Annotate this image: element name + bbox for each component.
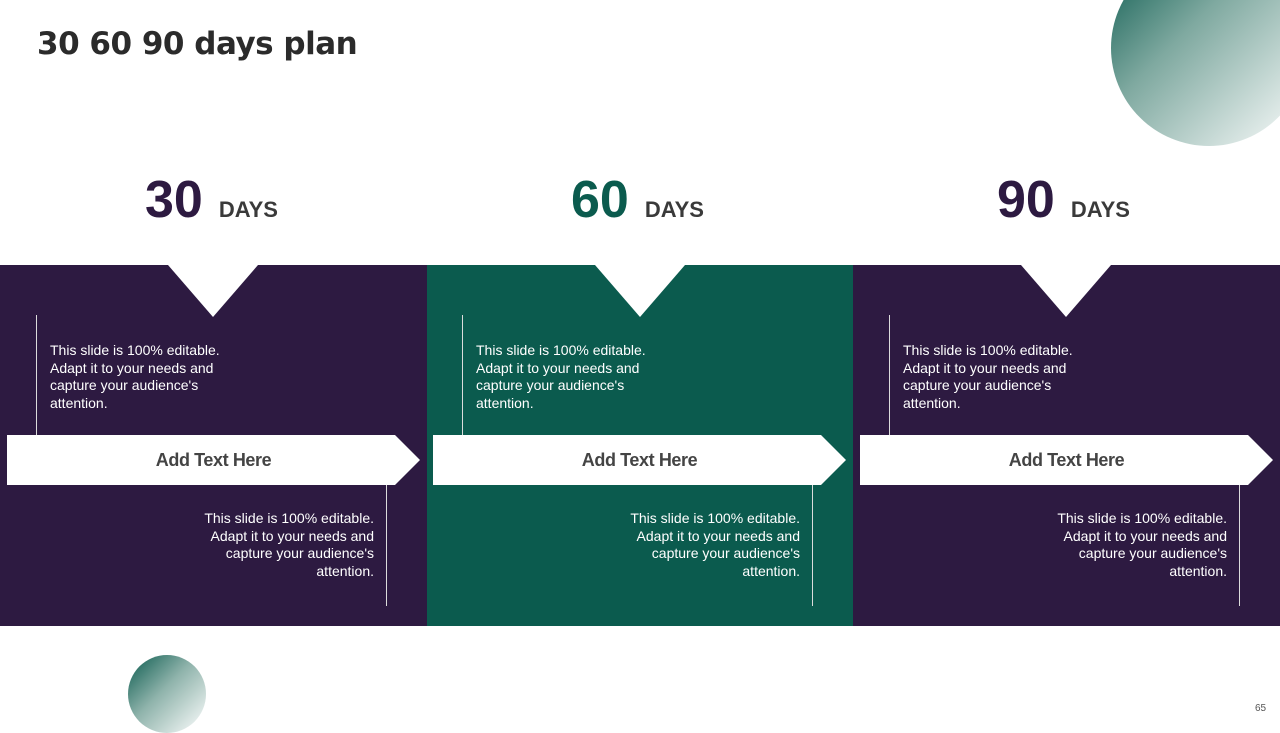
slide-title: 30 60 90 days plan bbox=[37, 26, 358, 62]
column-3-bottom-divider bbox=[1239, 485, 1240, 606]
column-3-panel: This slide is 100% editable. Adapt it to… bbox=[853, 265, 1280, 626]
decorative-circle-bottom bbox=[128, 655, 206, 733]
column-1-top-divider bbox=[36, 315, 37, 435]
column-3-top-divider bbox=[889, 315, 890, 435]
column-3-unit: DAYS bbox=[1070, 197, 1130, 222]
column-2-unit: DAYS bbox=[644, 197, 704, 222]
column-2-number: 60 bbox=[571, 171, 629, 229]
column-1-unit: DAYS bbox=[218, 197, 278, 222]
column-1-bottom-text: This slide is 100% editable. Adapt it to… bbox=[204, 510, 374, 579]
column-1-top-text: This slide is 100% editable. Adapt it to… bbox=[50, 342, 220, 411]
column-3-number: 90 bbox=[997, 171, 1055, 229]
decorative-circle-top bbox=[1111, 0, 1280, 146]
column-1-bottom-divider bbox=[386, 485, 387, 606]
column-3-bottom-text: This slide is 100% editable. Adapt it to… bbox=[1057, 510, 1227, 579]
column-1-notch bbox=[168, 265, 258, 317]
column-2-header: 60 DAYS bbox=[571, 170, 704, 230]
column-1-number: 30 bbox=[145, 171, 203, 229]
column-2-bottom-divider bbox=[812, 485, 813, 606]
column-2-top-text: This slide is 100% editable. Adapt it to… bbox=[476, 342, 646, 411]
column-1-arrow-button[interactable]: Add Text Here bbox=[7, 435, 420, 485]
column-2-panel: This slide is 100% editable. Adapt it to… bbox=[427, 265, 853, 626]
column-3-header: 90 DAYS bbox=[997, 170, 1130, 230]
column-3-notch bbox=[1021, 265, 1111, 317]
column-2-top-divider bbox=[462, 315, 463, 435]
column-1-header: 30 DAYS bbox=[145, 170, 278, 230]
column-3-arrow-button[interactable]: Add Text Here bbox=[860, 435, 1273, 485]
column-1-panel: This slide is 100% editable. Adapt it to… bbox=[0, 265, 427, 626]
column-2-arrow-button[interactable]: Add Text Here bbox=[433, 435, 846, 485]
column-3-top-text: This slide is 100% editable. Adapt it to… bbox=[903, 342, 1073, 411]
column-2-notch bbox=[595, 265, 685, 317]
page-number: 65 bbox=[1255, 703, 1267, 714]
column-2-bottom-text: This slide is 100% editable. Adapt it to… bbox=[630, 510, 800, 579]
